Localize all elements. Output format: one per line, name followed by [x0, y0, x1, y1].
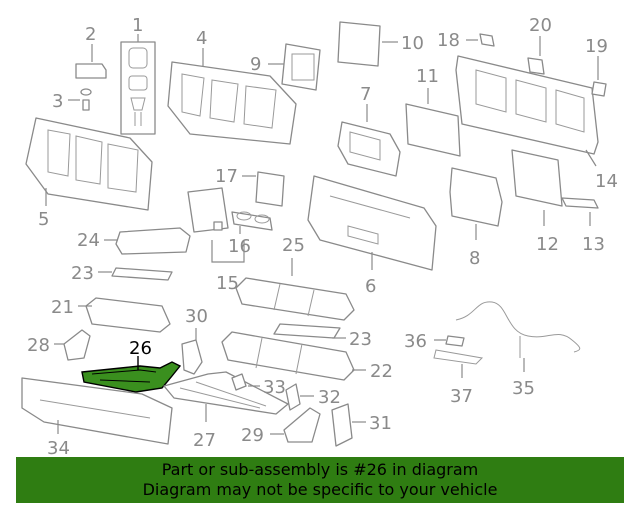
part-9	[268, 43, 321, 91]
part-5-seatback-cover	[25, 117, 153, 211]
part-17	[242, 171, 285, 207]
callout-3: 3	[52, 91, 63, 112]
callout-27: 27	[193, 430, 216, 451]
part-27-seat-pan	[163, 371, 289, 422]
callout-13: 13	[582, 234, 605, 255]
callout-6: 6	[365, 276, 376, 297]
part-21	[78, 297, 171, 333]
callout-21: 21	[51, 297, 74, 318]
callout-11: 11	[416, 66, 439, 87]
callout-15: 15	[216, 273, 239, 294]
callout-17: 17	[215, 166, 238, 187]
part-2	[75, 44, 107, 79]
callout-28: 28	[27, 335, 50, 356]
callout-1: 1	[132, 15, 143, 36]
callout-26: 26	[129, 338, 152, 359]
part-10	[337, 21, 398, 67]
part-8	[449, 167, 503, 240]
part-4-seatback-frame	[167, 48, 297, 145]
callout-30: 30	[185, 306, 208, 327]
callout-31: 31	[369, 413, 392, 434]
callout-8: 8	[469, 248, 480, 269]
part-15	[187, 187, 245, 263]
part-23-upper	[98, 267, 173, 281]
footer-banner: Part or sub-assembly is #26 in diagram D…	[16, 457, 624, 503]
callout-29: 29	[241, 425, 264, 446]
callout-23b: 23	[349, 329, 372, 350]
callout-25: 25	[282, 235, 305, 256]
part-37	[433, 349, 484, 378]
callout-2: 2	[85, 24, 96, 45]
callout-12: 12	[536, 234, 559, 255]
part-23-lower	[273, 323, 346, 339]
callout-20: 20	[529, 15, 552, 36]
part-11	[405, 88, 461, 157]
part-7	[337, 104, 401, 177]
part-3	[68, 88, 92, 111]
part-16	[231, 211, 273, 234]
part-36	[434, 335, 465, 347]
callout-4: 4	[196, 28, 207, 49]
part-14-rear-wall	[455, 55, 599, 167]
part-12	[511, 149, 563, 226]
part-35-harness	[455, 301, 581, 372]
part-29	[270, 407, 321, 443]
callout-9: 9	[250, 54, 261, 75]
part-28	[54, 329, 91, 361]
part-34-trim-panel	[21, 377, 173, 445]
part-1-headrest-kit	[120, 34, 156, 135]
callout-19: 19	[585, 36, 608, 57]
callout-16: 16	[228, 236, 251, 257]
callout-10: 10	[401, 33, 424, 54]
callout-23a: 23	[71, 263, 94, 284]
callout-37: 37	[450, 386, 473, 407]
part-25-bench-cushion	[235, 258, 355, 321]
footer-line-1: Part or sub-assembly is #26 in diagram	[161, 460, 479, 479]
callout-33: 33	[263, 377, 286, 398]
callout-32: 32	[318, 387, 341, 408]
part-24	[104, 227, 191, 255]
part-22-seat-cushion	[221, 331, 366, 381]
part-30	[181, 328, 203, 375]
part-18	[466, 33, 495, 47]
part-33	[231, 373, 260, 391]
footer-line-2: Diagram may not be specific to your vehi…	[142, 480, 498, 499]
part-26-highlighted	[81, 356, 182, 393]
callout-35: 35	[512, 378, 535, 399]
part-31	[331, 403, 366, 447]
part-6-rear-panel	[307, 175, 437, 271]
part-13	[561, 197, 599, 226]
callout-14: 14	[595, 171, 618, 192]
callout-22: 22	[370, 361, 393, 382]
callout-5: 5	[38, 209, 49, 230]
part-20	[527, 36, 545, 75]
callout-34: 34	[47, 438, 70, 459]
callout-7: 7	[360, 84, 371, 105]
callout-36: 36	[404, 331, 427, 352]
part-32	[285, 383, 314, 411]
part-19	[591, 56, 607, 97]
callout-18: 18	[437, 30, 460, 51]
callout-24: 24	[77, 230, 100, 251]
